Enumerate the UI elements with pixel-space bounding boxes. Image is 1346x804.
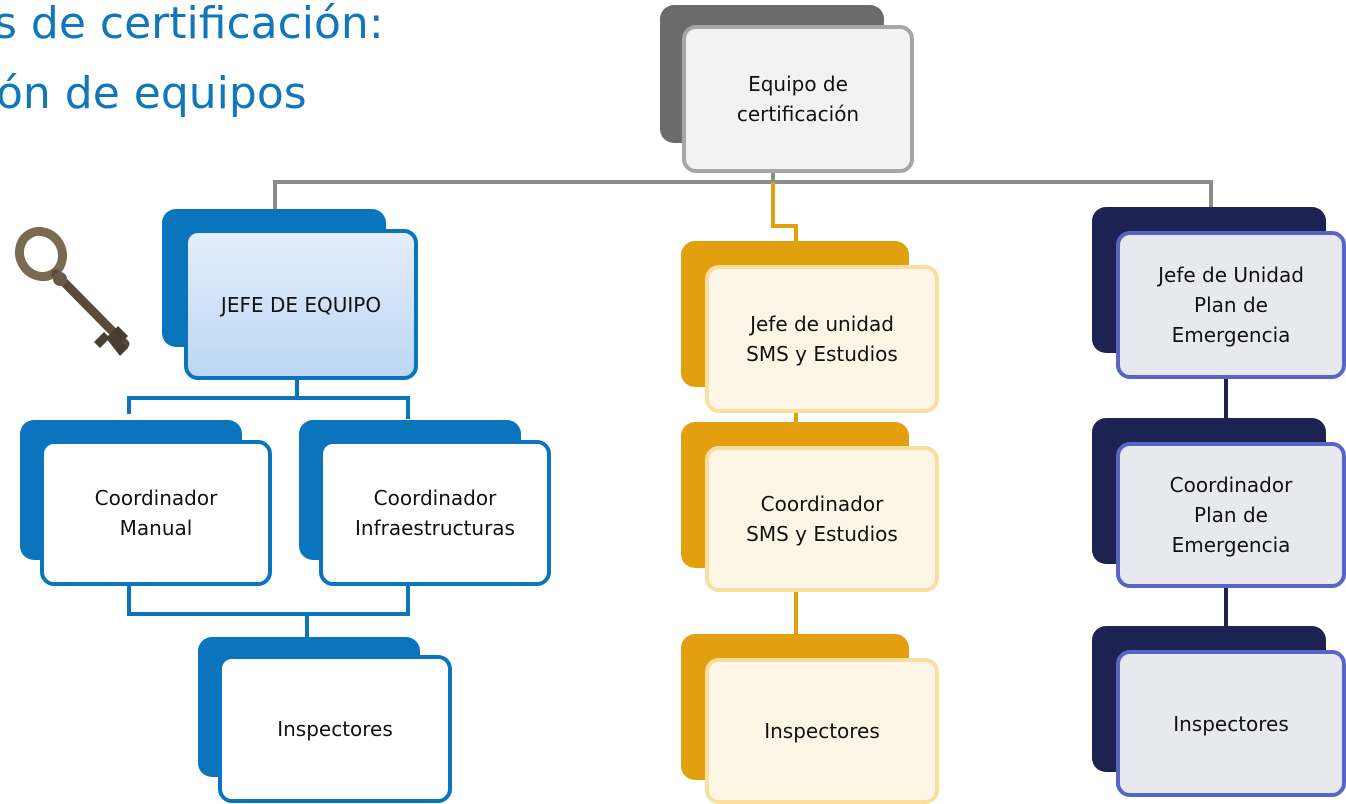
slide-title-line-2: ón de equipos — [0, 68, 307, 119]
node-coordinador-plan-emergencia: Coordinador Plan de Emergencia — [1092, 418, 1346, 588]
connector-gold-top — [771, 182, 798, 244]
slide-title-line-1: s de certificación: — [0, 0, 384, 49]
node-card: Jefe de unidad SMS y Estudios — [705, 265, 939, 413]
node-inspectores-navy: Inspectores — [1092, 626, 1346, 797]
connector-top-bus — [273, 180, 1213, 212]
connector-blue-coord-bus — [127, 584, 410, 616]
connector-blue-head-bus — [127, 396, 410, 419]
node-label: Jefe de unidad SMS y Estudios — [746, 312, 898, 366]
node-inspectores-gold: Inspectores — [681, 634, 939, 804]
node-card: Coordinador SMS y Estudios — [705, 446, 939, 592]
node-coordinador-infraestructuras: Coordinador Infraestructuras — [299, 420, 551, 586]
node-equipo-certificacion: Equipo de certificación — [660, 5, 914, 173]
node-inspectores-blue: Inspectores — [198, 637, 452, 803]
node-label: Coordinador Plan de Emergencia — [1169, 473, 1293, 557]
node-jefe-unidad-sms: Jefe de unidad SMS y Estudios — [681, 241, 939, 413]
node-card: Inspectores — [705, 658, 939, 804]
node-label: Equipo de certificación — [736, 72, 860, 126]
node-coordinador-manual: Coordinador Manual — [20, 420, 272, 586]
node-label: Inspectores — [764, 719, 880, 743]
node-label: Inspectores — [1173, 711, 1289, 736]
node-card: Coordinador Manual — [40, 440, 272, 586]
node-label: Coordinador SMS y Estudios — [746, 492, 898, 546]
node-card: Coordinador Infraestructuras — [319, 440, 551, 586]
node-label: Inspectores — [277, 717, 393, 741]
node-label: Coordinador Infraestructuras — [355, 486, 515, 540]
node-label: Jefe de Unidad Plan de Emergencia — [1158, 263, 1304, 347]
key-icon — [14, 226, 130, 356]
node-jefe-unidad-plan-emergencia: Jefe de Unidad Plan de Emergencia — [1092, 207, 1346, 379]
node-coordinador-sms: Coordinador SMS y Estudios — [681, 422, 939, 592]
node-card: JEFE DE EQUIPO — [184, 229, 418, 380]
node-card: Coordinador Plan de Emergencia — [1116, 442, 1346, 588]
node-label: Coordinador Manual — [94, 486, 218, 540]
node-jefe-de-equipo: JEFE DE EQUIPO — [162, 209, 418, 380]
node-card: Equipo de certificación — [682, 25, 914, 173]
node-card: Inspectores — [1116, 650, 1346, 797]
node-card: Inspectores — [218, 655, 452, 803]
node-card: Jefe de Unidad Plan de Emergencia — [1116, 231, 1346, 379]
node-label: JEFE DE EQUIPO — [220, 292, 382, 317]
